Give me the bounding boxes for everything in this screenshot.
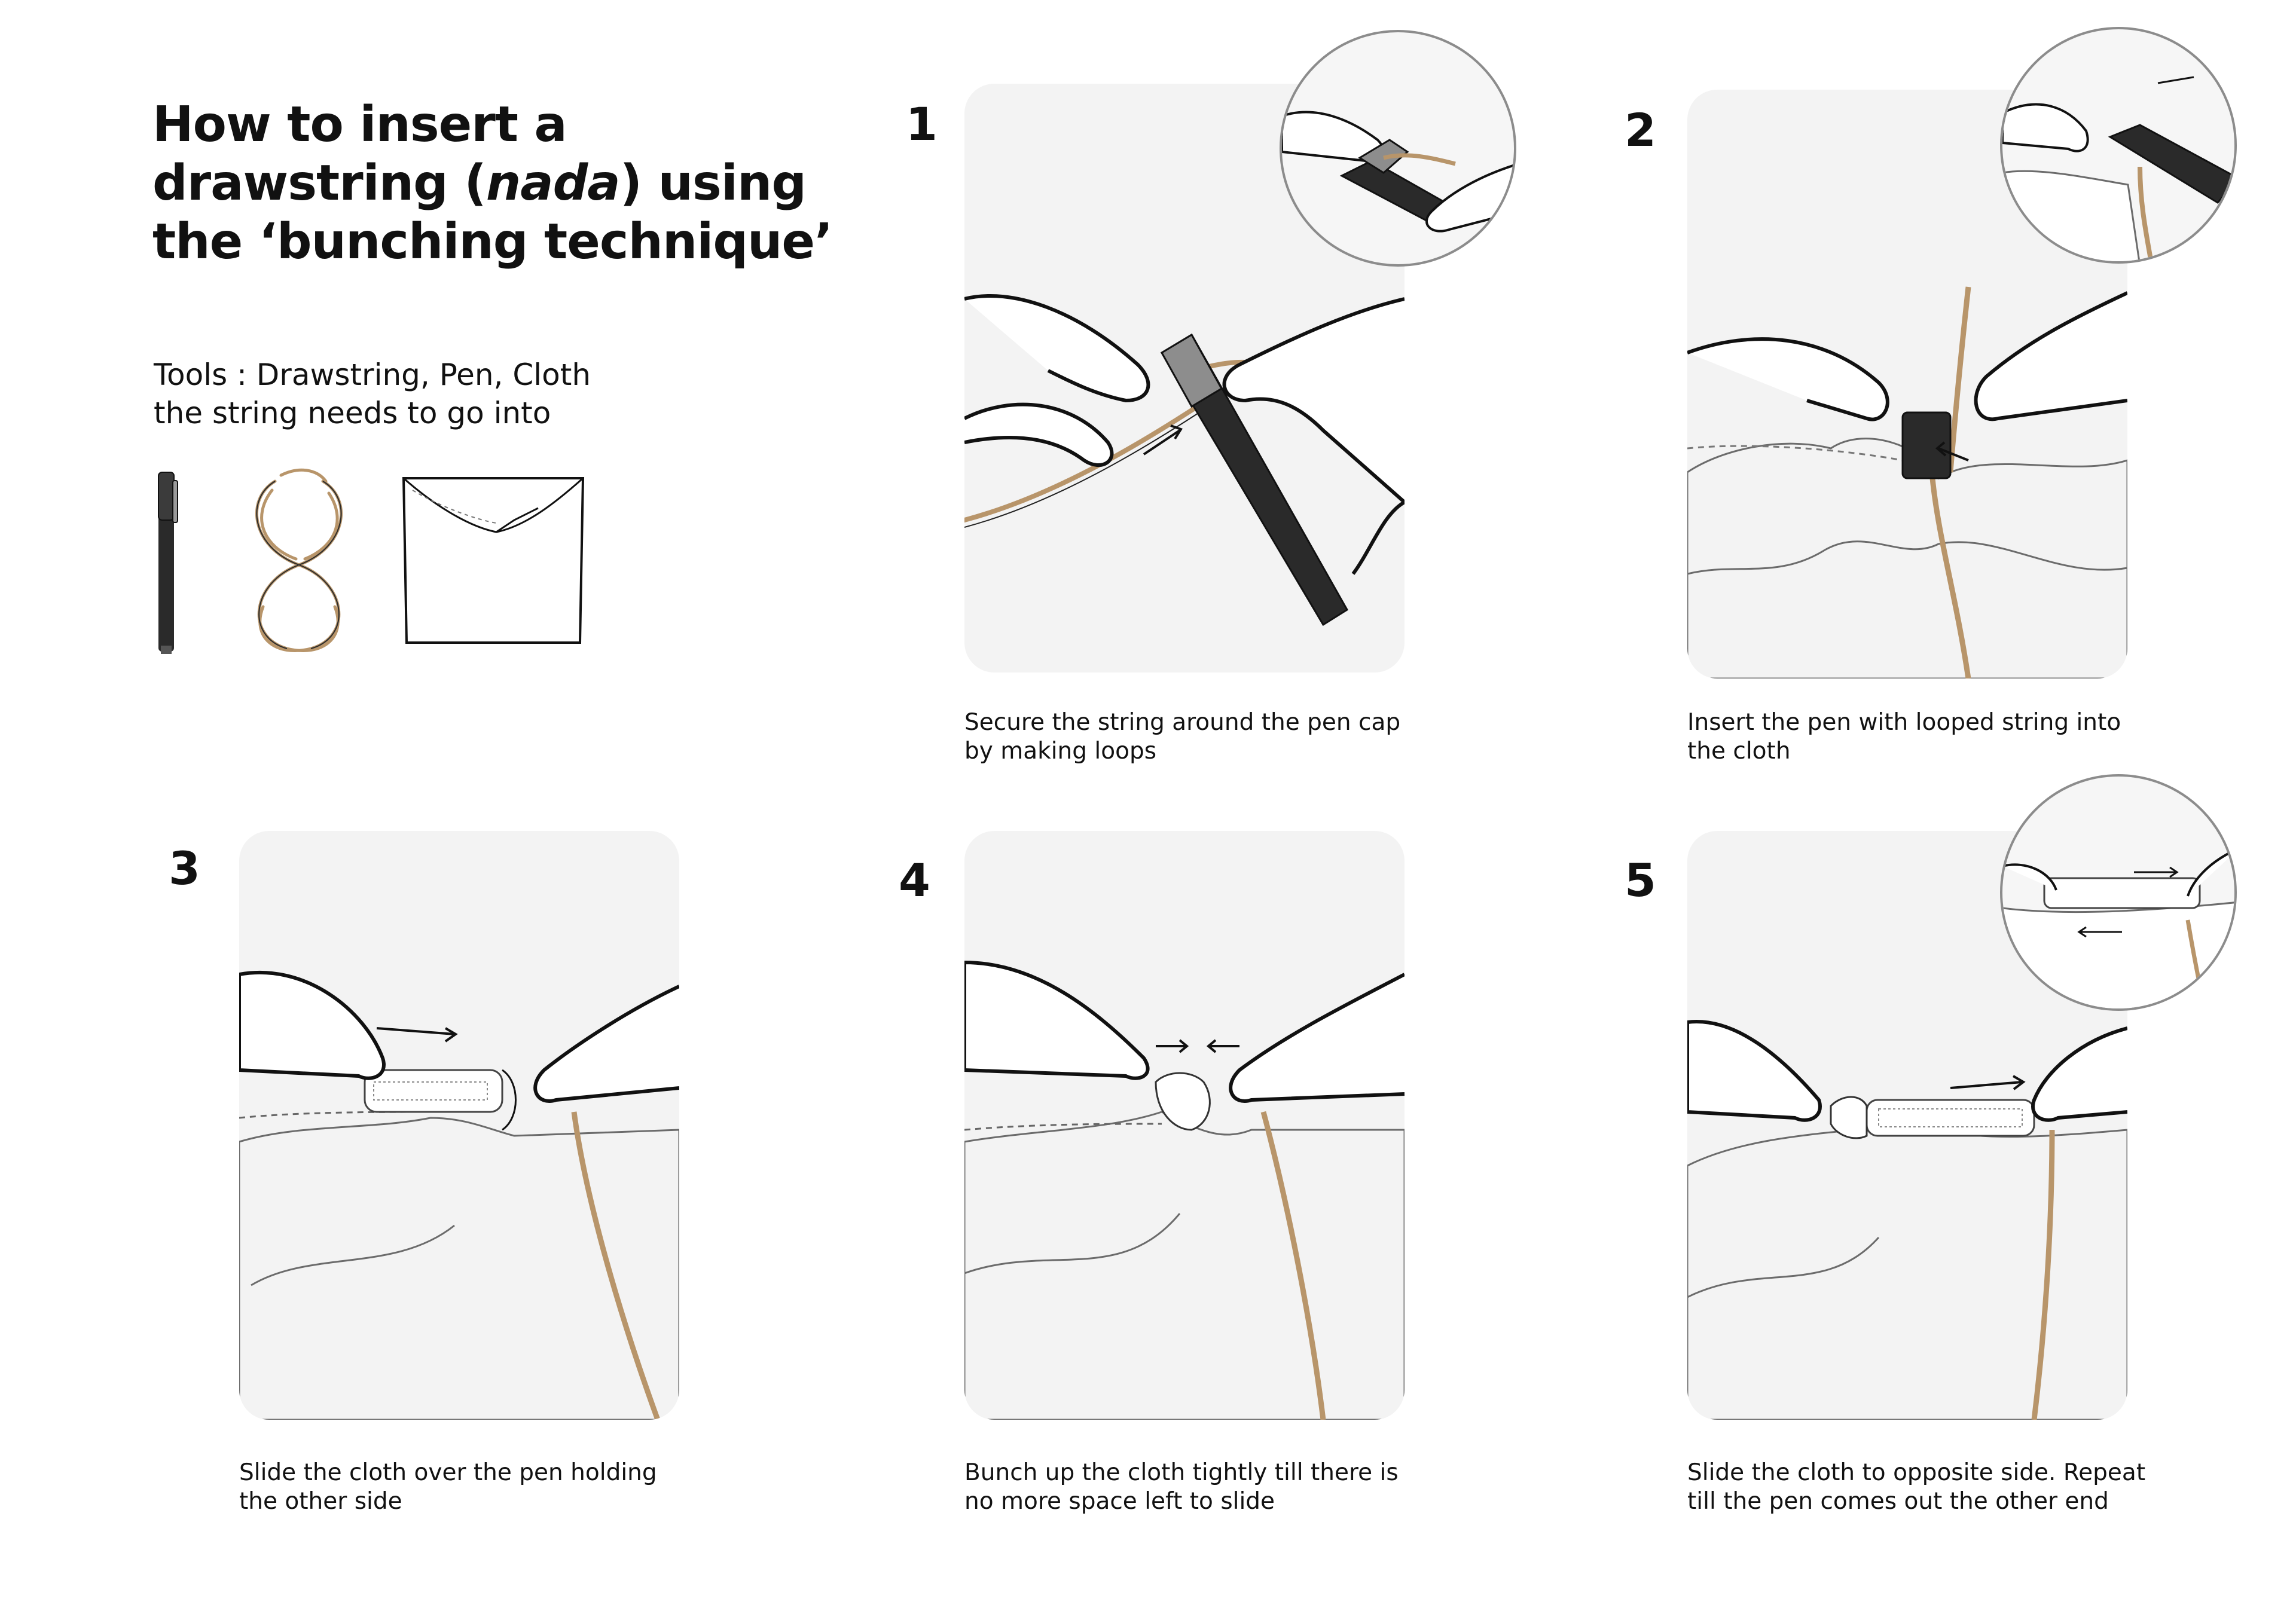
step-4-caption-line-1: Bunch up the cloth tightly till there is xyxy=(964,1459,1399,1486)
step-5-illustration xyxy=(1687,1020,2127,1420)
step-3-caption-line-2: the other side xyxy=(239,1488,402,1515)
step-2-caption-line-1: Insert the pen with looped string into xyxy=(1687,709,2121,736)
step-2-caption-line-2: the cloth xyxy=(1687,738,1791,765)
step-5-caption-line-2: till the pen comes out the other end xyxy=(1687,1488,2109,1515)
step-4-panel xyxy=(964,831,1405,1420)
step-1-zoom-detail xyxy=(1280,30,1516,267)
step-5-caption: Slide the cloth to opposite side. Repeat… xyxy=(1687,1459,2154,1516)
tools-description: Tools : Drawstring, Pen, Cloth the strin… xyxy=(154,356,692,432)
title-nada-emphasis: nada xyxy=(486,155,621,212)
step-3-panel xyxy=(239,831,679,1420)
tools-line-2: the string needs to go into xyxy=(154,396,551,430)
step-4-caption: Bunch up the cloth tightly till there is… xyxy=(964,1459,1431,1516)
cloth-icon xyxy=(395,472,592,654)
step-1-number: 1 xyxy=(906,97,938,151)
step-5-number: 5 xyxy=(1625,854,1656,907)
drawstring-icon xyxy=(239,463,359,663)
title-line-2-start: drawstring ( xyxy=(152,155,487,212)
step-5-caption-line-1: Slide the cloth to opposite side. Repeat xyxy=(1687,1459,2146,1486)
pen-icon xyxy=(152,466,182,660)
step-2-zoom-detail xyxy=(2000,27,2237,264)
step-1-caption: Secure the string around the pen cap by … xyxy=(964,708,1431,766)
page-title: How to insert a drawstring (nada) using … xyxy=(152,96,870,271)
tools-line-1: Tools : Drawstring, Pen, Cloth xyxy=(154,357,591,392)
step-1-caption-line-1: Secure the string around the pen cap xyxy=(964,709,1401,736)
step-5-zoom-detail xyxy=(2000,774,2237,1011)
step-3-caption-line-1: Slide the cloth over the pen holding xyxy=(239,1459,657,1486)
step-4-illustration xyxy=(964,960,1405,1420)
step-3-caption: Slide the cloth over the pen holding the… xyxy=(239,1459,706,1516)
step-3-number: 3 xyxy=(169,842,200,895)
title-line-3: the ‘bunching technique’ xyxy=(152,213,833,270)
step-2-caption: Insert the pen with looped string into t… xyxy=(1687,708,2154,766)
step-4-number: 4 xyxy=(899,854,930,907)
step-1-illustration xyxy=(964,294,1405,626)
step-4-caption-line-2: no more space left to slide xyxy=(964,1488,1275,1515)
title-line-2: drawstring (nada) using xyxy=(152,154,870,213)
step-2-illustration xyxy=(1687,286,2127,678)
title-line-2-end: ) using xyxy=(619,155,807,212)
step-1-caption-line-2: by making loops xyxy=(964,738,1157,765)
step-2-number: 2 xyxy=(1625,103,1656,157)
title-line-1: How to insert a xyxy=(152,96,567,153)
step-3-illustration xyxy=(239,970,679,1420)
